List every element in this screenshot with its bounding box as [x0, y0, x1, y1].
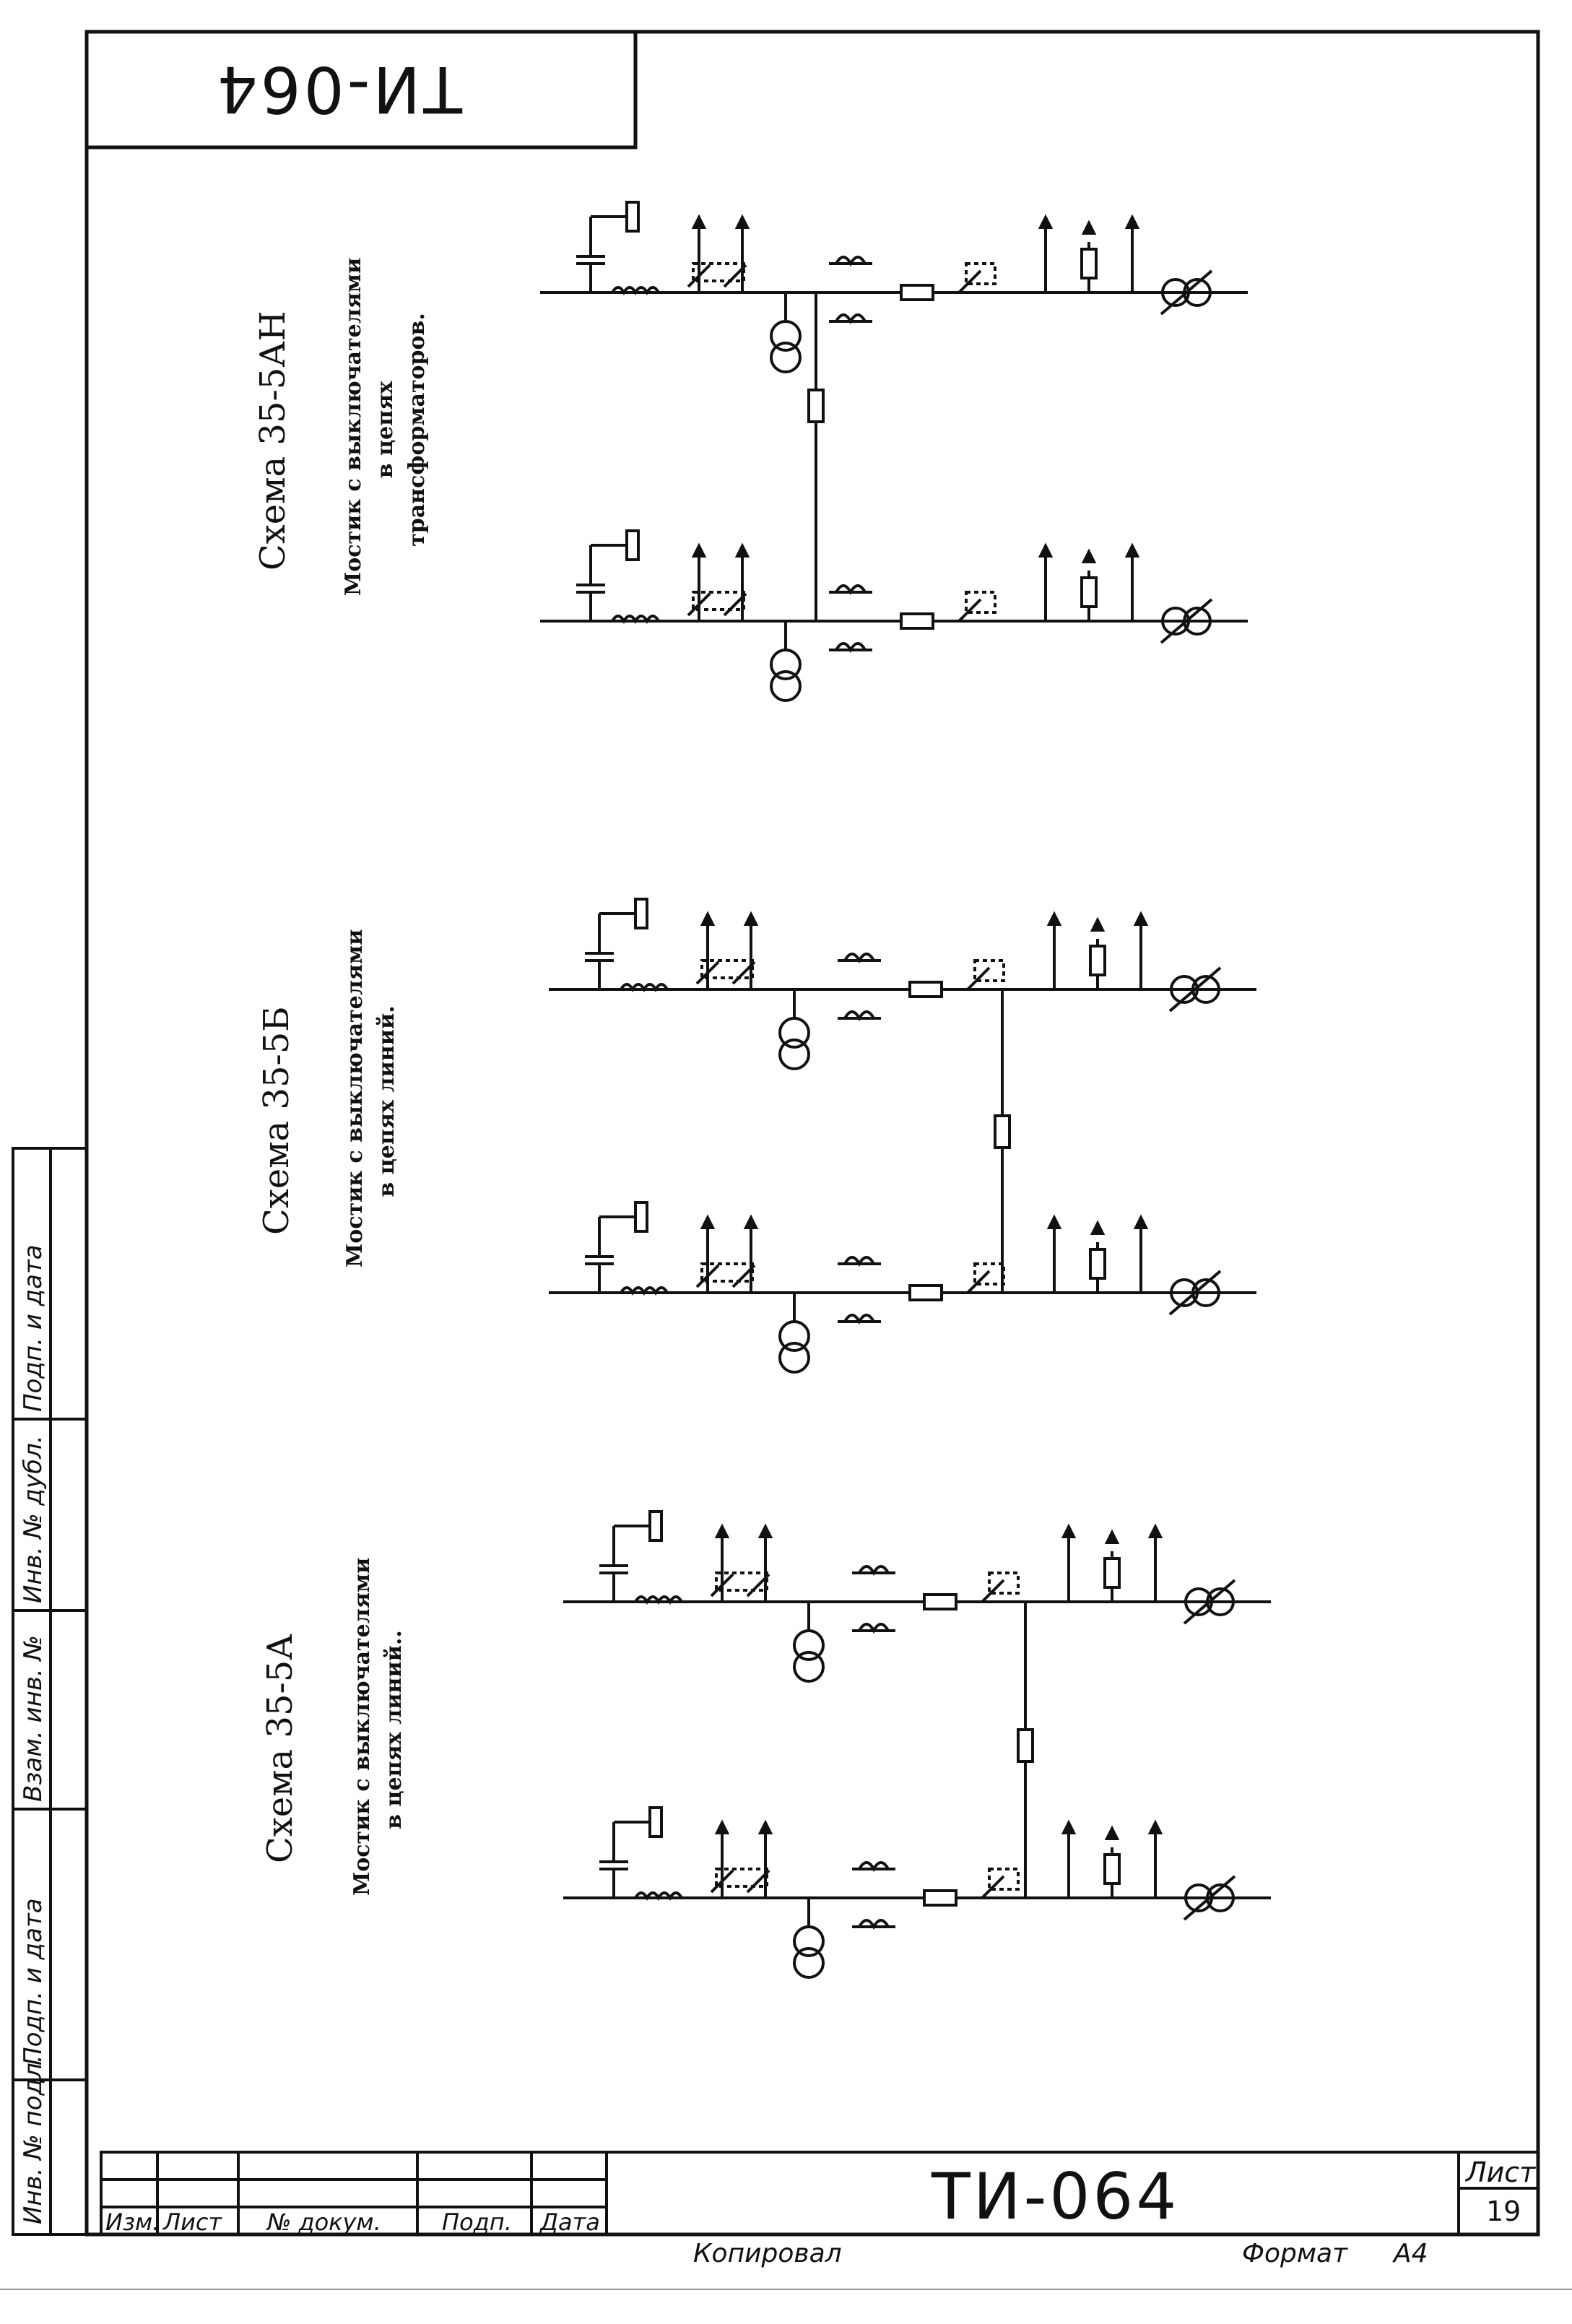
- strip-label-inv-podl: Инв. № подл.: [19, 2055, 48, 2224]
- footer-format-value: А4: [1394, 2239, 1428, 2268]
- footer-copied: Копировал: [693, 2239, 842, 2268]
- title-block: [100, 2151, 1540, 2236]
- scheme-desc-35-5B: Мостик с выключателями в цепях линий.: [342, 929, 399, 1267]
- stamp-box: [84, 30, 638, 149]
- scheme-35-5AN-diagram: [539, 201, 1249, 373]
- strip-label-inv-dubl: Инв. № дубл.: [19, 1435, 48, 1603]
- sheet-label: Лист: [1466, 2156, 1536, 2188]
- scheme-desc-35-5AN: Мостик с выключателями в цепях трансформ…: [341, 257, 430, 596]
- footer-format-label: Формат: [1242, 2239, 1348, 2268]
- strip-label-podp-data-2: Подп. и дата: [19, 1244, 48, 1412]
- strip-label-podp-data-1: Подп. и дата: [19, 1898, 48, 2065]
- scheme-title-35-5A: Схема 35-5А: [260, 1634, 300, 1863]
- strip-label-vzam-inv: Взам. инв. №: [19, 1635, 48, 1802]
- title-doc-code: ТИ-064: [932, 2159, 1180, 2234]
- scheme-35-5B-diagram: [547, 898, 1258, 1070]
- header-list: Лист: [163, 2208, 222, 2236]
- header-podp: Подп.: [442, 2208, 512, 2236]
- scheme-35-5A-diagram: [562, 1510, 1272, 1683]
- sheet-number: 19: [1486, 2195, 1521, 2227]
- scheme-desc-35-5A: Мостик с выключателями в цепях линий..: [349, 1557, 407, 1896]
- header-izm: Изм.: [105, 2208, 160, 2236]
- header-data: Дата: [540, 2208, 600, 2236]
- scheme-title-35-5AN: Схема 35-5АН: [253, 311, 293, 571]
- scheme-title-35-5B: Схема 35-5Б: [256, 1006, 297, 1235]
- stamp-code: ТИ-064: [214, 52, 462, 126]
- header-doc-num: № докум.: [267, 2208, 381, 2236]
